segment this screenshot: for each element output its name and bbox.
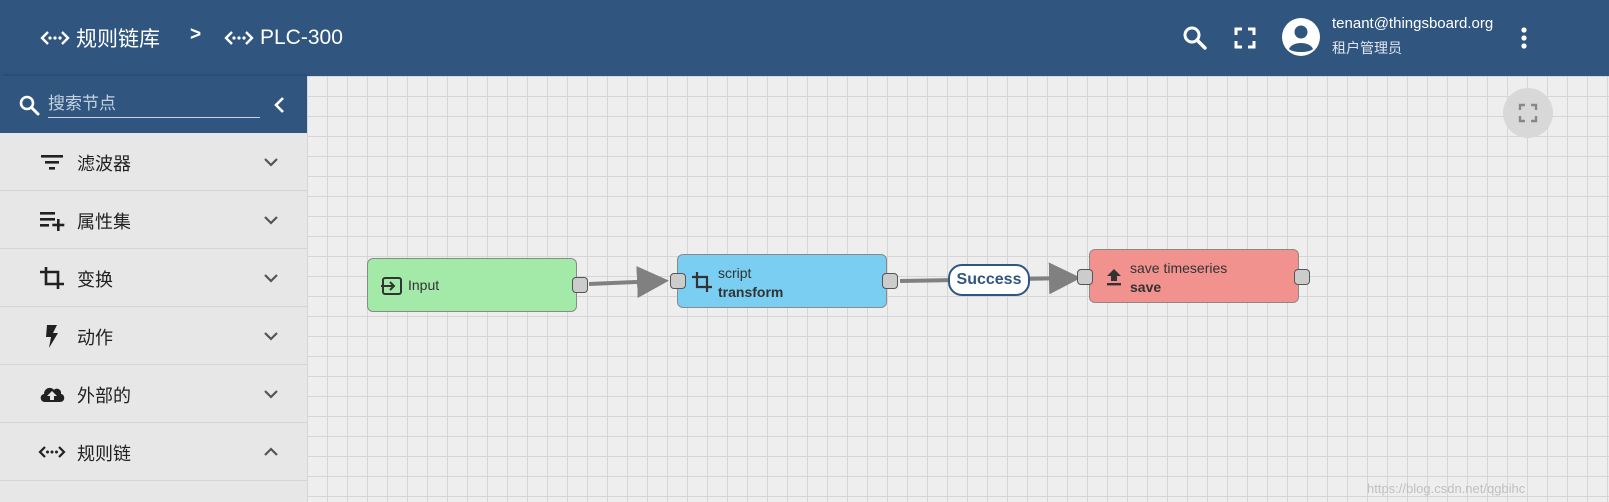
settings-ethernet-icon [38, 446, 66, 458]
category-label: 动作 [77, 328, 113, 348]
output-port[interactable] [572, 277, 588, 293]
chevron-down-icon [264, 274, 278, 283]
category-label: 外部的 [77, 386, 131, 406]
search-icon[interactable] [1181, 24, 1209, 52]
top-toolbar: 规则链库 > PLC-300 tenant@thingsboard.org 租户… [0, 0, 1609, 76]
rule-chain-canvas[interactable]: Input script transform Success save time… [307, 76, 1609, 502]
input-node[interactable]: Input [367, 258, 577, 312]
input-port[interactable] [670, 273, 686, 289]
script-transform-node[interactable]: script transform [677, 254, 887, 308]
user-role: 租户管理员 [1332, 40, 1402, 56]
category-transformation[interactable]: 变换 [0, 249, 307, 307]
save-timeseries-node[interactable]: save timeseries save [1089, 249, 1299, 303]
account-circle-icon[interactable] [1282, 18, 1320, 56]
breadcrumb-separator: > [190, 24, 202, 45]
category-external[interactable]: 外部的 [0, 365, 307, 423]
category-label: 规则链 [77, 444, 131, 464]
chevron-down-icon [264, 158, 278, 167]
output-port[interactable] [1294, 269, 1310, 285]
node-search-input[interactable] [48, 90, 260, 118]
crop-icon [692, 272, 712, 292]
breadcrumb-current-label: PLC-300 [260, 26, 343, 49]
connection-input-to-transform[interactable] [588, 266, 669, 298]
file-upload-icon [1107, 269, 1121, 286]
category-rule-chain[interactable]: 规则链 [0, 423, 307, 481]
user-email: tenant@thingsboard.org [1332, 15, 1494, 32]
chevron-down-icon [264, 390, 278, 399]
node-label: Input [408, 277, 440, 293]
more-vert-icon[interactable] [1512, 24, 1536, 52]
category-label: 滤波器 [77, 154, 131, 174]
breadcrumb-rule-chains[interactable]: 规则链库 [40, 22, 160, 54]
search-icon [19, 95, 40, 116]
category-label: 变换 [77, 270, 113, 290]
category-enrichment[interactable]: 属性集 [0, 191, 307, 249]
node-library-sidebar: 滤波器 属性集 变换 动作 外部的 [0, 76, 307, 502]
node-search-bar [0, 76, 307, 133]
canvas-fullscreen-button[interactable] [1503, 88, 1553, 138]
node-name: transform [718, 284, 784, 300]
fullscreen-icon[interactable] [1231, 24, 1259, 52]
fullscreen-icon [1518, 103, 1538, 123]
node-type: save timeseries [1130, 260, 1228, 276]
category-action[interactable]: 动作 [0, 307, 307, 365]
breadcrumb-root-label: 规则链库 [76, 28, 160, 51]
flash-icon [46, 325, 58, 348]
output-port[interactable] [882, 273, 898, 289]
node-name: save [1130, 279, 1162, 295]
breadcrumb-current: PLC-300 [224, 22, 343, 54]
chevron-down-icon [264, 332, 278, 341]
settings-ethernet-icon [40, 31, 70, 45]
filter-icon [41, 155, 63, 170]
category-filter[interactable]: 滤波器 [0, 133, 307, 191]
settings-ethernet-icon [224, 31, 254, 45]
chevron-left-icon[interactable] [270, 94, 290, 116]
category-label: 属性集 [77, 212, 131, 232]
chevron-down-icon [264, 216, 278, 225]
chevron-up-icon [264, 447, 278, 456]
playlist-add-icon [40, 212, 65, 231]
cloud-upload-icon [40, 387, 65, 402]
watermark: https://blog.csdn.net/qgbihc [1367, 481, 1526, 496]
connection-label-success[interactable]: Success [948, 264, 1030, 296]
input-port[interactable] [1077, 269, 1093, 285]
input-icon [381, 277, 402, 295]
node-type: script [718, 265, 752, 281]
crop-icon [40, 267, 64, 289]
